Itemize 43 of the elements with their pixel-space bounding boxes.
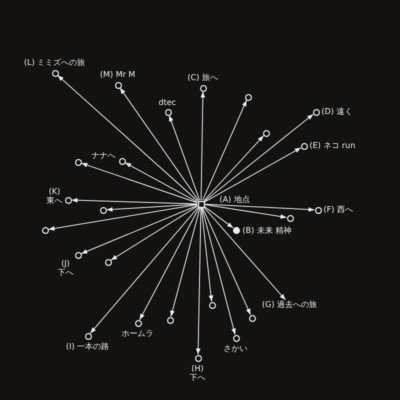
- arrow: [204, 204, 315, 212]
- arrow: [80, 162, 198, 204]
- node-label: (G) 過去への旅: [262, 300, 317, 309]
- arrow: [110, 206, 198, 261]
- node-label: ナナへ: [92, 150, 116, 160]
- arrow: [204, 207, 286, 300]
- arrow: [48, 204, 198, 231]
- arrow: [71, 198, 198, 204]
- node-label: さかい: [224, 344, 248, 352]
- arrow: [120, 87, 199, 201]
- node-label: (E) ネコ run: [310, 140, 356, 150]
- arrow: [106, 204, 198, 212]
- arrow: [57, 74, 198, 202]
- node-label: (F) 西へ: [324, 204, 353, 214]
- node-label: (J) 下へ: [58, 258, 74, 276]
- arrow: [204, 204, 287, 219]
- arrow: [196, 207, 202, 355]
- node-label: (D) 遠く: [322, 106, 352, 116]
- node-label: (A) 地点: [220, 194, 250, 204]
- arrow: [168, 114, 200, 201]
- arrow: [139, 207, 200, 320]
- arrow: [170, 207, 200, 318]
- arrow: [204, 147, 302, 202]
- node-label: ホームラ: [122, 328, 154, 338]
- arrow: [124, 162, 198, 203]
- arrow: [202, 207, 252, 316]
- node-label: dtec: [158, 98, 176, 106]
- arrow: [200, 91, 206, 201]
- node-label: (L) ミミズへの旅: [24, 58, 86, 66]
- arrow: [200, 207, 214, 302]
- node-label: (K) 東へ: [46, 186, 62, 204]
- node-label: (H) 下へ: [190, 364, 206, 382]
- node-label: (C) 旅へ: [188, 72, 218, 82]
- arrow: [90, 207, 198, 334]
- node-label: (M) Mr M: [100, 70, 136, 78]
- arrow: [204, 135, 264, 201]
- arrow: [204, 206, 234, 228]
- node-label: (I) 一本の路: [66, 342, 110, 350]
- node-label: (B) 未来 精神: [242, 226, 292, 234]
- arrow: [201, 207, 236, 336]
- arrow: [202, 100, 248, 201]
- arrow: [80, 205, 198, 254]
- arrow: [204, 114, 314, 202]
